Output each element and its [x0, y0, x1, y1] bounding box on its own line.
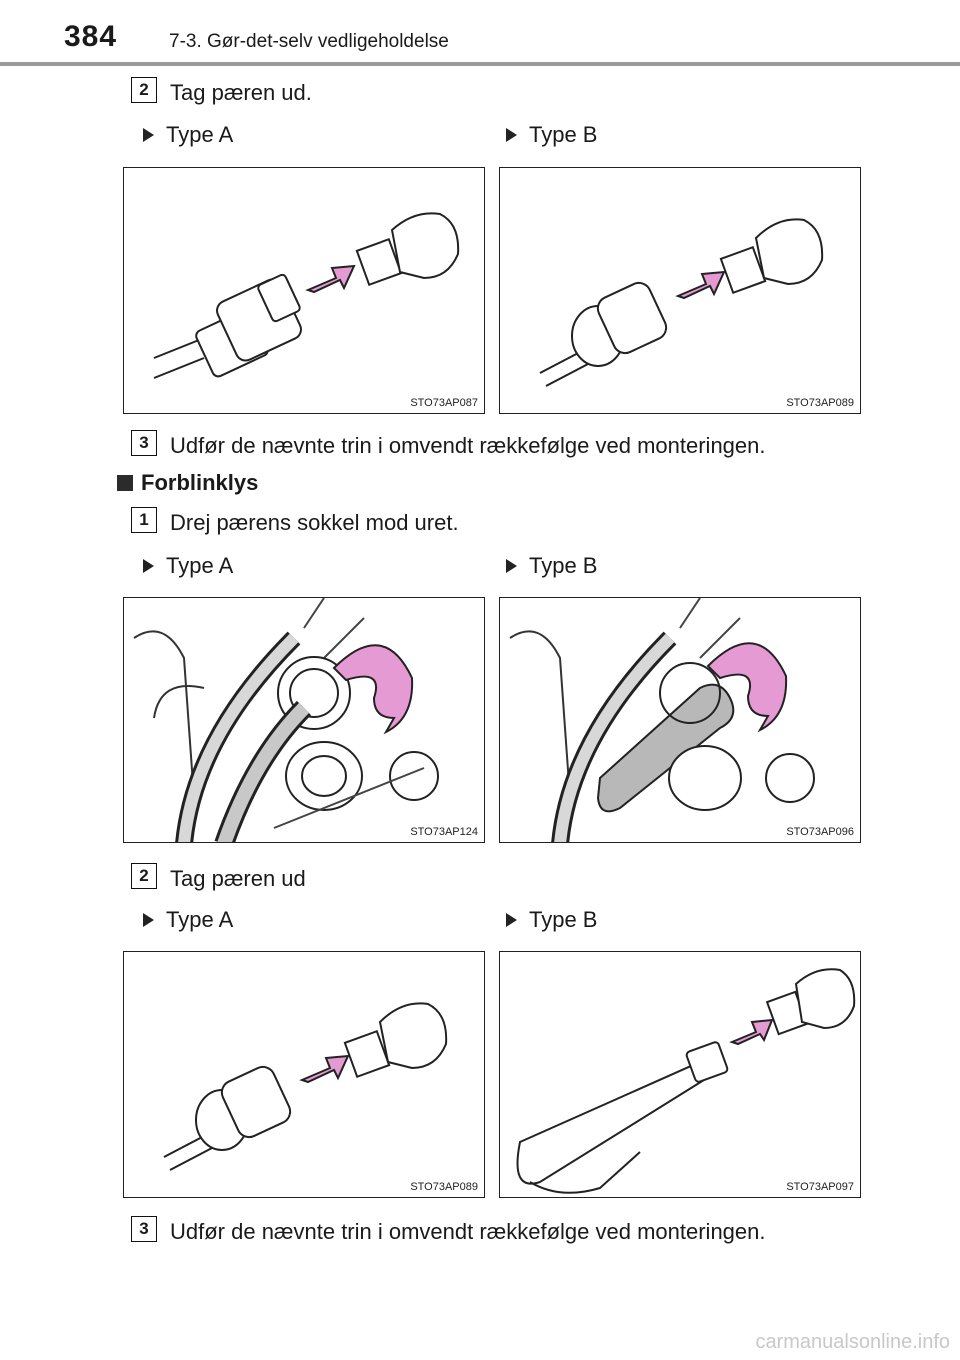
illustration-panel: STO73AP089 [499, 167, 861, 414]
illustration-panel: STO73AP097 [499, 951, 861, 1198]
type-a-label: Type A [143, 907, 233, 933]
step-text: Tag pæren ud. [170, 80, 312, 105]
image-code: STO73AP089 [786, 397, 854, 409]
step-number: 1 [131, 507, 157, 533]
step-number: 2 [131, 77, 157, 103]
illustration-panel: STO73AP089 [123, 951, 485, 1198]
image-code: STO73AP087 [410, 397, 478, 409]
header-rule [0, 62, 960, 66]
step-text: Drej pærens sokkel mod uret. [170, 510, 459, 535]
image-code: STO73AP124 [410, 826, 478, 838]
square-bullet-icon [117, 475, 133, 491]
image-code: STO73AP096 [786, 826, 854, 838]
triangle-bullet-icon [143, 128, 154, 142]
image-code: STO73AP089 [410, 1181, 478, 1193]
bulb-removal-illustration [153, 212, 460, 379]
step-number: 3 [131, 1216, 157, 1242]
type-b-label: Type B [506, 122, 597, 148]
section-heading: Forblinklys [117, 470, 258, 496]
type-a-label: Type A [143, 553, 233, 579]
watermark: carmanualsonline.info [755, 1331, 950, 1353]
triangle-bullet-icon [506, 128, 517, 142]
socket-rotation-illustration [133, 598, 439, 842]
step-number: 2 [131, 863, 157, 889]
step-text: Udfør de nævnte trin i omvendt rækkefølg… [170, 1219, 766, 1244]
triangle-bullet-icon [506, 559, 517, 573]
socket-rotation-illustration [509, 598, 815, 842]
type-b-label: Type B [506, 553, 597, 579]
triangle-bullet-icon [143, 559, 154, 573]
triangle-bullet-icon [506, 913, 517, 927]
triangle-bullet-icon [143, 913, 154, 927]
page-header: 384 7-3. Gør-det-selv vedligeholdelse [0, 0, 960, 62]
step-text: Udfør de nævnte trin i omvendt rækkefølg… [170, 433, 766, 458]
illustration-panel: STO73AP124 [123, 597, 485, 843]
type-b-label: Type B [506, 907, 597, 933]
type-a-label: Type A [143, 122, 233, 148]
image-code: STO73AP097 [786, 1181, 854, 1193]
step-number: 3 [131, 430, 157, 456]
bulb-removal-illustration [539, 218, 824, 387]
bulb-removal-illustration [516, 968, 856, 1194]
chapter-title: 7-3. Gør-det-selv vedligeholdelse [169, 31, 449, 52]
illustration-panel: STO73AP096 [499, 597, 861, 843]
page-number: 384 [64, 20, 118, 53]
step-text: Tag pæren ud [170, 866, 306, 891]
bulb-removal-illustration [163, 1002, 448, 1171]
illustration-panel: STO73AP087 [123, 167, 485, 414]
